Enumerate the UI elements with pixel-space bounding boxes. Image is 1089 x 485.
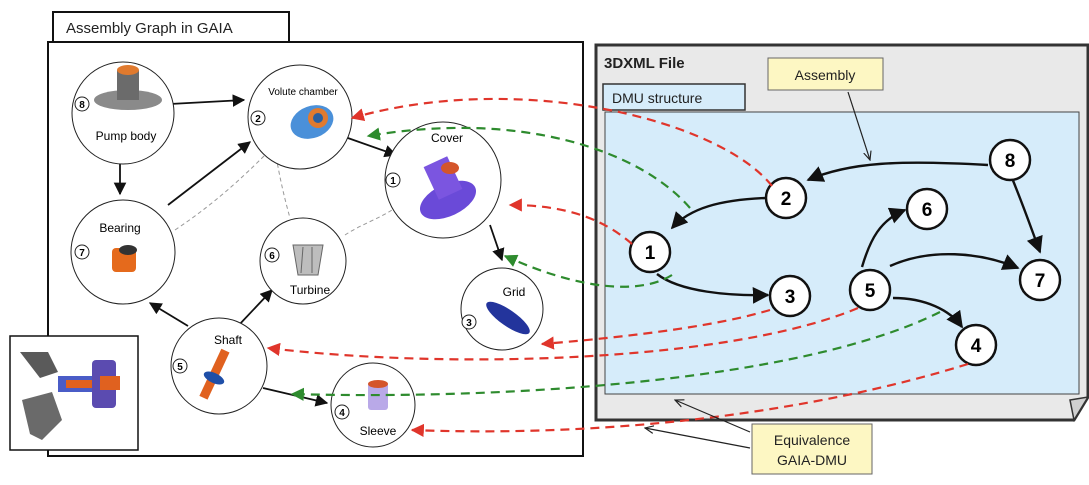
dmu-node-7: 7 <box>1018 258 1062 302</box>
gaia-node-shaft: Shaft 5 <box>170 317 268 415</box>
svg-text:1: 1 <box>390 176 396 187</box>
dmu-node-4: 4 <box>954 323 998 367</box>
dmu-node-3: 3 <box>768 274 812 318</box>
svg-text:7: 7 <box>79 248 85 259</box>
svg-text:2: 2 <box>255 114 261 125</box>
svg-text:1: 1 <box>645 243 656 264</box>
gaia-node-volute-chamber: Volute chamber 2 <box>247 64 353 170</box>
shaft-part-icon <box>199 348 230 400</box>
svg-text:4: 4 <box>971 336 982 357</box>
svg-text:Pump body: Pump body <box>96 129 157 143</box>
pump-body-part-icon <box>94 65 162 110</box>
svg-text:GAIA-DMU: GAIA-DMU <box>777 452 847 468</box>
grid-part-icon <box>486 301 530 335</box>
svg-text:8: 8 <box>1005 151 1016 172</box>
assembly-inset-image <box>9 335 139 451</box>
svg-text:3: 3 <box>466 318 472 329</box>
svg-text:5: 5 <box>177 362 183 373</box>
equivalence-links <box>266 97 969 438</box>
gaia-title: Assembly Graph in GAIA <box>66 20 233 37</box>
svg-text:6: 6 <box>269 251 275 262</box>
svg-text:Volute chamber: Volute chamber <box>268 87 338 98</box>
turbine-part-icon <box>292 244 324 276</box>
svg-text:7: 7 <box>1035 271 1046 292</box>
svg-text:Equivalence: Equivalence <box>774 432 850 448</box>
dmu-structure-label: DMU structure <box>612 90 702 106</box>
dmu-node-8: 8 <box>988 138 1032 182</box>
gaia-node-turbine: 6 Turbine <box>259 217 347 305</box>
gaia-node-grid: Grid 3 <box>460 267 544 351</box>
svg-text:Grid: Grid <box>503 285 526 299</box>
volute-chamber-part-icon <box>290 105 334 139</box>
dmu-node-5: 5 <box>848 268 892 312</box>
svg-text:Sleeve: Sleeve <box>360 424 397 438</box>
bearing-part-icon <box>112 245 137 272</box>
svg-text:Turbine: Turbine <box>290 283 331 297</box>
gaia-node-cover: Cover 1 <box>384 121 502 239</box>
svg-text:6: 6 <box>922 200 933 221</box>
file-title: 3DXML File <box>604 55 685 72</box>
gaia-node-bearing: Bearing 7 <box>70 199 176 305</box>
gaia-edges <box>113 94 505 407</box>
svg-text:3: 3 <box>785 287 796 308</box>
svg-text:Shaft: Shaft <box>214 333 243 347</box>
equivalence-callout: Equivalence GAIA-DMU <box>645 400 873 475</box>
gaia-node-sleeve: 4 Sleeve <box>330 362 416 448</box>
dmu-edges <box>656 161 1043 329</box>
svg-text:4: 4 <box>339 408 345 419</box>
dmu-nodes: 8 2 1 6 3 5 7 4 <box>628 138 1062 367</box>
dmu-node-2: 2 <box>764 176 808 220</box>
cover-part-icon <box>419 156 477 220</box>
gaia-node-pump-body: 8 Pump body <box>71 61 175 165</box>
svg-text:2: 2 <box>781 189 792 210</box>
assembly-callout: Assembly <box>767 57 884 160</box>
svg-text:Assembly: Assembly <box>795 67 856 83</box>
gaia-nodes: 8 Pump body Volute chamber 2 Cover <box>70 61 544 448</box>
svg-text:Bearing: Bearing <box>99 221 140 235</box>
svg-text:8: 8 <box>79 100 85 111</box>
dmu-node-1: 1 <box>628 230 672 274</box>
dmu-node-6: 6 <box>905 187 949 231</box>
svg-text:Cover: Cover <box>431 131 463 145</box>
svg-text:5: 5 <box>865 281 876 302</box>
